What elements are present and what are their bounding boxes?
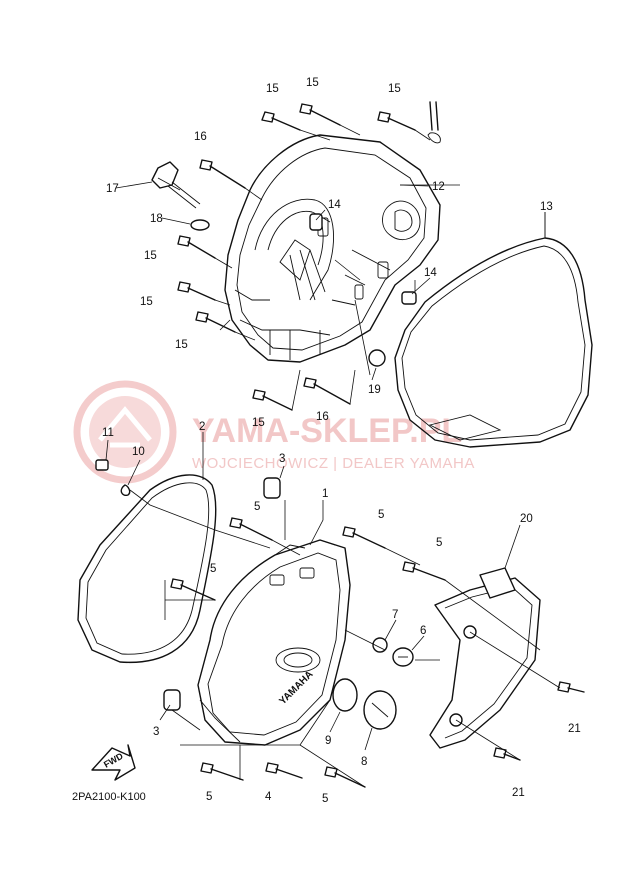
cover-brand-text: YAMAHA [277,669,315,707]
callout-6: 6 [420,625,426,637]
dowel-3a [263,477,281,499]
callout-15d: 15 [144,250,157,262]
callout-19: 19 [368,384,381,396]
callout-14b: 14 [424,267,437,279]
callout-4: 4 [265,791,272,803]
callout-lines [105,181,546,751]
callout-2: 2 [199,421,205,433]
watermark-subtitle: WOJCIECHOWICZ | DEALER YAMAHA [192,455,475,472]
callout-21a: 21 [568,723,581,735]
watermark-title: YAMA-SKLEP.PL [192,412,462,450]
crankcase-cover-1: YAMAHA [197,539,351,746]
dowel-3b [163,689,181,711]
callout-5b: 5 [378,509,384,521]
callout-12: 12 [432,181,445,193]
gasket-13 [394,237,593,448]
callout-15b: 15 [306,77,319,89]
plug-6 [392,647,414,667]
oil-seal-19 [368,349,386,367]
watermark-logo-icon [73,380,177,484]
callout-3b: 3 [153,726,159,738]
o-ring-18 [190,219,210,231]
callout-8: 8 [361,756,367,768]
watermark: YAMA-SKLEP.PL WOJCIECHOWICZ | DEALER YAM… [73,380,475,484]
callout-5d: 5 [210,563,216,575]
gasket-2 [77,474,217,664]
callout-17: 17 [106,183,119,195]
callout-3a: 3 [279,453,285,465]
callout-10: 10 [132,446,145,458]
leader-lines-upper [157,124,546,411]
callout-labels: 1 2 3 3 4 5 5 5 5 5 5 6 7 8 9 10 11 12 1… [102,77,581,805]
screw-11 [95,459,109,471]
callout-9: 9 [325,735,331,747]
dowel-14a [309,213,323,231]
o-ring-9 [332,678,358,712]
callout-15g: 15 [252,417,265,429]
callout-20: 20 [520,513,533,525]
diagram-code: 2PA2100-K100 [72,791,146,803]
bolt-set-upper [177,103,416,411]
callout-5a: 5 [254,501,260,513]
callout-18: 18 [150,213,163,225]
callout-15a: 15 [266,83,279,95]
callout-5f: 5 [322,793,328,805]
plug-8 [363,690,397,730]
dowel-14b [401,291,417,305]
crankcase-cover-inner [224,134,441,363]
callout-15f: 15 [175,339,188,351]
callout-16a: 16 [194,131,207,143]
sprocket-cover-20 [429,567,541,749]
callout-16b: 16 [316,411,329,423]
callout-14a: 14 [328,199,341,211]
callout-21b: 21 [512,787,525,799]
callout-15c: 15 [388,83,401,95]
oil-filler-plug-17 [151,161,201,209]
fwd-arrow-icon: FWD [91,744,136,781]
callout-7: 7 [392,609,398,621]
clip-10 [120,484,131,497]
callout-1: 1 [322,488,328,500]
leader-lines-lower [129,489,561,788]
bolt-set-lower [170,517,585,788]
callout-5e: 5 [206,791,212,803]
callout-15e: 15 [140,296,153,308]
o-ring-7 [372,637,388,653]
callout-13: 13 [540,201,553,213]
callout-11: 11 [102,427,114,439]
callout-5c: 5 [436,537,442,549]
cable-clamp-top [427,101,441,144]
